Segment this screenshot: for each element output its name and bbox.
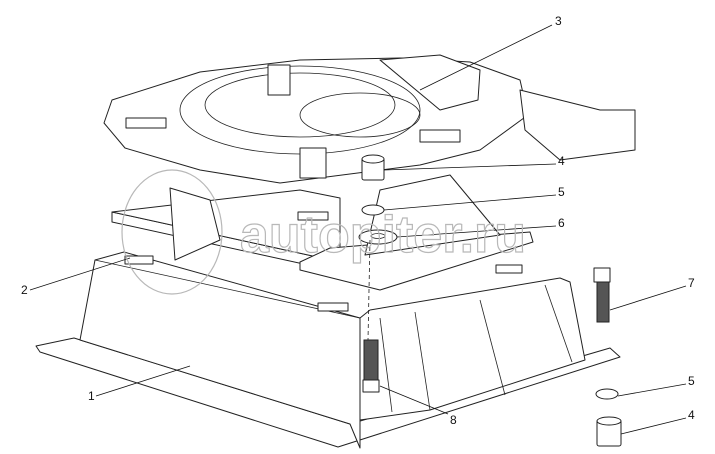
- callout-1: 1: [88, 389, 95, 403]
- callout-4-top: 4: [558, 154, 565, 168]
- base-frame-part-1: [35, 251, 621, 449]
- nut-part-4-bottom: [596, 416, 622, 447]
- assembly-axis-line: [367, 239, 371, 341]
- nut-part-4-top: [361, 154, 385, 181]
- callout-6: 6: [558, 216, 565, 230]
- callout-7: 7: [688, 276, 695, 290]
- bolt-part-8: [362, 339, 380, 393]
- leader-lines: [29, 24, 687, 435]
- watermark-logo: autopiter.ru: [121, 169, 527, 295]
- callout-4-bottom: 4: [688, 408, 695, 422]
- fifth-wheel-part-3: [103, 54, 636, 261]
- callout-8: 8: [450, 413, 457, 427]
- callout-3: 3: [555, 14, 562, 28]
- callout-5-bottom: 5: [688, 374, 695, 388]
- bolt-part-7: [593, 267, 611, 323]
- callout-2: 2: [21, 283, 28, 297]
- watermark-emblem-icon: [121, 169, 223, 295]
- mounting-plate-part-2: [111, 189, 534, 291]
- washer-part-5-bottom: [595, 388, 619, 400]
- watermark-text: autopiter.ru: [240, 206, 526, 264]
- callout-5-top: 5: [558, 185, 565, 199]
